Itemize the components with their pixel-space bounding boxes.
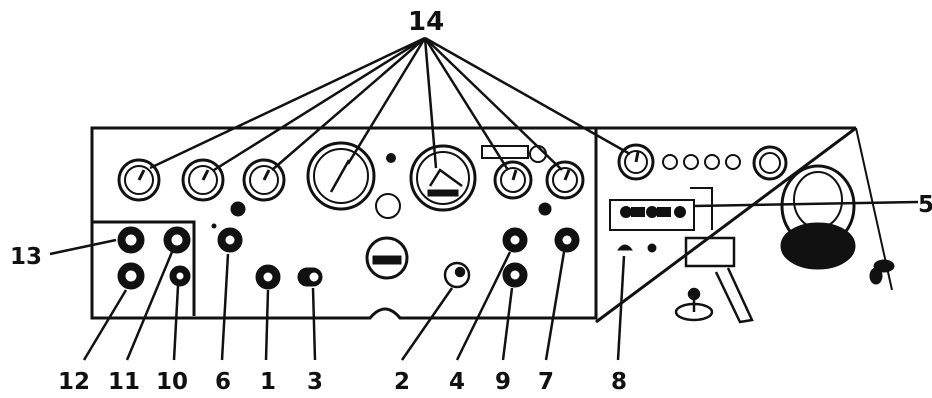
switch-8[interactable] <box>617 243 657 253</box>
speedometer-gauge <box>306 141 376 211</box>
sub-panel <box>92 220 196 316</box>
gauge-small-1 <box>117 158 161 202</box>
callout-9: 9 <box>495 369 511 395</box>
gauge-small-4 <box>493 160 533 200</box>
gauge-small-2 <box>181 158 225 202</box>
indicator-lamp-row <box>662 145 788 181</box>
gear-shift-lever <box>674 287 714 322</box>
callout-13: 13 <box>10 244 42 270</box>
switch-group-5[interactable] <box>609 187 713 231</box>
callout-2: 2 <box>394 369 410 395</box>
steering-wheel-hub <box>780 164 856 270</box>
callout-12: 12 <box>58 369 90 395</box>
knob-10[interactable] <box>169 265 191 287</box>
leader-lines <box>49 36 919 361</box>
gauge-small-3 <box>242 158 286 202</box>
knob-7[interactable] <box>554 227 580 253</box>
callout-3: 3 <box>307 369 323 395</box>
callout-8: 8 <box>611 369 627 395</box>
switch-1[interactable] <box>255 264 281 290</box>
brake-pedal-bracket <box>684 236 754 324</box>
side-handle <box>869 259 895 285</box>
knob-6[interactable] <box>211 201 246 253</box>
tachometer-gauge <box>409 144 477 212</box>
ammeter-gauge <box>365 236 409 280</box>
switch-box-top <box>481 145 547 163</box>
knob-9[interactable] <box>502 262 528 288</box>
callout-labels: 14 13 5 12 11 10 6 1 3 2 4 9 7 8 <box>10 7 932 395</box>
callout-11: 11 <box>108 369 140 395</box>
gauge-small-5 <box>545 160 585 200</box>
knob-2[interactable] <box>443 261 471 289</box>
main-panel <box>90 126 598 320</box>
callout-5: 5 <box>918 192 932 218</box>
gauge-right-panel <box>617 143 655 181</box>
callout-14: 14 <box>408 7 444 37</box>
callout-7: 7 <box>538 369 554 395</box>
knob-4[interactable] <box>502 202 552 253</box>
callout-10: 10 <box>156 369 188 395</box>
indicator-light-top <box>386 153 396 163</box>
callout-1: 1 <box>260 369 276 395</box>
knob-12[interactable] <box>117 262 145 290</box>
switch-3[interactable] <box>297 267 323 287</box>
knob-13[interactable] <box>117 226 145 254</box>
callout-4: 4 <box>449 369 465 395</box>
callout-6: 6 <box>215 369 231 395</box>
small-ring <box>375 193 401 219</box>
right-panel <box>594 126 893 324</box>
knob-11[interactable] <box>163 226 191 254</box>
